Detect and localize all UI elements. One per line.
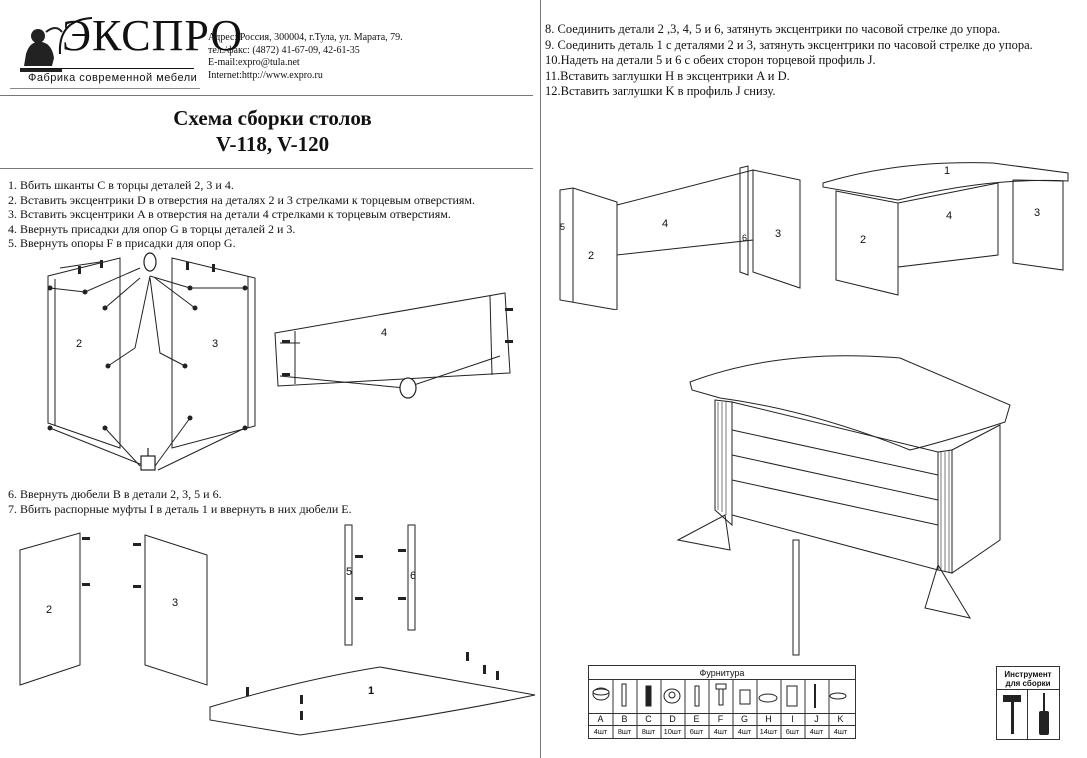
part-label-6: 6	[410, 570, 417, 582]
column-divider	[540, 0, 541, 758]
hardware-qty-b: 8шт	[617, 727, 632, 736]
part-label-2-dowels: 2	[46, 604, 53, 616]
hardware-letter-f: F	[717, 714, 724, 724]
header-divider	[0, 95, 533, 96]
hardware-icons	[592, 683, 847, 708]
hardware-qty-h: 14шт	[759, 727, 778, 736]
step-5: 5. Ввернуть опоры F в присадки для опор …	[8, 236, 236, 250]
frame-assembly-diagram	[559, 165, 801, 310]
hardware-qty-i: 6шт	[785, 727, 800, 736]
logo-rule	[10, 88, 200, 89]
part-label-5: 5	[346, 566, 353, 578]
hardware-table: Фурнитура A B C D E F	[588, 665, 856, 739]
hardware-letter-j: J	[814, 714, 819, 724]
page-title: Схема сборки столов	[173, 106, 372, 130]
website-line: Internet:http://www.expro.ru	[208, 69, 323, 81]
email-line: E-mail:expro@tula.net	[208, 57, 300, 68]
part-label-2-frame: 2	[588, 250, 595, 262]
logo-wordmark: ЭКСПРО	[62, 11, 244, 60]
part-label-3-desk: 3	[1034, 207, 1041, 219]
step-11: 11.Вставить заглушки H в эксцентрики A и…	[545, 68, 790, 83]
steps-group-2: 6. Ввернуть дюбели B в детали 2, 3, 5 и …	[8, 487, 352, 516]
hardware-letter-rule	[589, 713, 855, 714]
tools-box: Инструмент для сборки	[996, 666, 1060, 740]
hardware-qty-d: 10шт	[663, 727, 682, 736]
hardware-title-rule	[589, 679, 855, 680]
step-6: 6. Ввернуть дюбели B в детали 2, 3, 5 и …	[8, 487, 222, 501]
desk-profile-diagram	[676, 355, 1011, 656]
hardware-letter-d: D	[669, 714, 676, 724]
company-address: Адрес: Россия, 300004, г.Тула, ул. Марат…	[208, 32, 403, 82]
hardware-letter-i: I	[791, 714, 794, 724]
hardware-qty-a: 4шт	[593, 727, 608, 736]
hardware-qty-e: 6шт	[689, 727, 704, 736]
hardware-letter-h: H	[765, 714, 772, 724]
screwdriver-icon	[1039, 693, 1049, 735]
step-8: 8. Соединить детали 2 ,3, 4, 5 и 6, затя…	[545, 22, 1001, 36]
hardware-letter-g: G	[740, 714, 748, 724]
part-label-5-frame: 5	[560, 222, 566, 232]
step-12: 12.Вставить заглушки K в профиль J снизу…	[545, 84, 776, 98]
title-divider	[0, 168, 533, 169]
part-label-2: 2	[76, 338, 83, 350]
hardware-letter-c: C	[645, 714, 652, 724]
part-label-1-desk: 1	[944, 165, 951, 177]
tools-title-line2: для сборки	[1005, 679, 1051, 688]
hardware-qty-j: 4шт	[809, 727, 824, 736]
steps-group-1: 1. Вбить шканты C в торцы деталей 2, 3 и…	[8, 178, 475, 251]
logo-underline	[28, 68, 194, 69]
part-label-1-top: 1	[368, 685, 375, 697]
hardware-table-title: Фурнитура	[699, 668, 745, 678]
hardware-qty-rule	[589, 725, 855, 726]
steps-group-3: 8. Соединить детали 2 ,3, 4, 5 и 6, затя…	[545, 22, 1033, 100]
hammer-icon	[1003, 695, 1021, 734]
part-label-3-frame: 3	[775, 228, 782, 240]
part-label-3-dowels: 3	[172, 597, 179, 609]
step-2: 2. Вставить эксцентрики D в отверстия на…	[8, 192, 475, 207]
hardware-letter-b: B	[621, 714, 628, 724]
tools-title: Инструмент для сборки	[998, 670, 1058, 688]
part-label-4: 4	[381, 327, 388, 339]
assembled-desk-diagram	[822, 162, 1069, 296]
page-subtitle: V-118, V-120	[215, 132, 330, 156]
hardware-letter-k: K	[837, 714, 844, 724]
tools-divider	[1027, 689, 1028, 739]
hardware-column-lines	[612, 679, 830, 738]
tools-title-line1: Инструмент	[1004, 670, 1052, 679]
step-10: 10.Надеть на детали 5 и 6 с обеих сторон…	[545, 53, 876, 67]
part-label-3: 3	[212, 338, 219, 350]
part-label-4-desk: 4	[946, 210, 953, 222]
tools-title-rule	[997, 689, 1059, 690]
step-1: 1. Вбить шканты C в торцы деталей 2, 3 и…	[8, 178, 234, 192]
step-4: 4. Ввернуть присадки для опор G в торцы …	[8, 221, 296, 236]
logo-subtitle: Фабрика современной мебели	[28, 72, 198, 84]
logo-emblem-icon	[20, 27, 63, 72]
panels-fittings-diagram	[47, 252, 513, 471]
dowels-diagram	[19, 524, 536, 736]
step-3: 3. Вставить эксцентрики A в отверстия на…	[8, 207, 451, 221]
step-7: 7. Вбить распорные муфты I в деталь 1 и …	[8, 501, 352, 516]
address-line: Адрес: Россия, 300004, г.Тула, ул. Марат…	[208, 32, 403, 43]
hardware-qty-f: 4шт	[713, 727, 728, 736]
hardware-qty-k: 4шт	[833, 727, 848, 736]
step-9: 9. Соединить деталь 1 с деталями 2 и 3, …	[545, 37, 1033, 52]
hardware-letter-e: E	[693, 714, 700, 724]
hardware-qty-c: 8шт	[641, 727, 656, 736]
phone-line: тел./факс: (4872) 41-67-09, 42-61-35	[208, 44, 360, 56]
part-label-4-frame: 4	[662, 218, 669, 230]
part-label-6-frame: 6	[742, 233, 748, 243]
part-label-2-desk: 2	[860, 234, 867, 246]
logo-arc-icon	[58, 17, 93, 55]
hardware-qty-g: 4шт	[737, 727, 752, 736]
hardware-letter-a: A	[597, 714, 604, 724]
